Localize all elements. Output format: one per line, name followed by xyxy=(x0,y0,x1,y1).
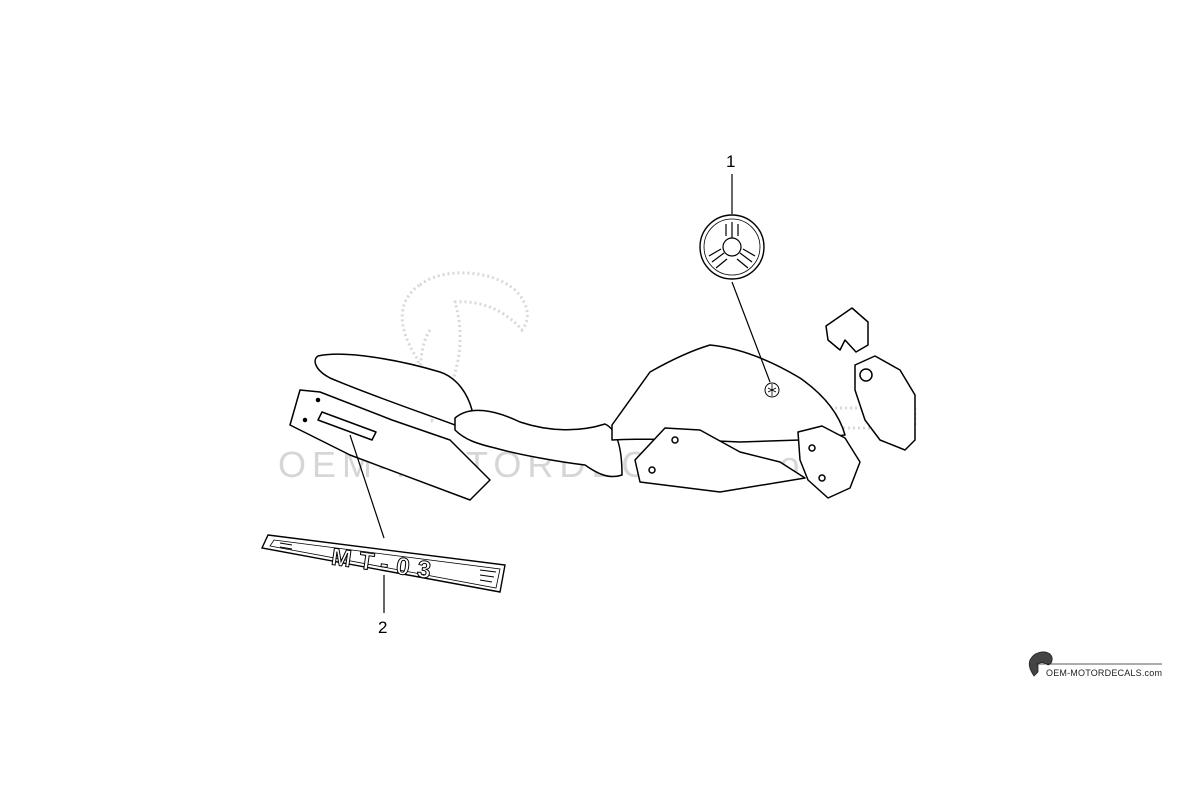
callout-2: 2 xyxy=(378,618,388,637)
leader-line-2-top xyxy=(349,434,385,539)
callout-1: 1 xyxy=(726,152,736,171)
front-fairing xyxy=(825,307,916,451)
mt03-decal-text: MT-03 xyxy=(330,544,441,586)
tank-side-covers xyxy=(634,425,861,499)
brand-logo xyxy=(1028,651,1162,677)
seat xyxy=(454,409,623,478)
side-panel xyxy=(289,389,491,501)
mt03-decal: MT-03 xyxy=(260,534,506,593)
tuning-fork-emblem xyxy=(699,214,765,280)
leader-line-1-bottom xyxy=(731,281,771,383)
brand-text: OEM-MOTORDECALS.com xyxy=(1046,668,1163,678)
fuel-tank xyxy=(611,344,846,443)
leader-lines xyxy=(349,174,771,613)
